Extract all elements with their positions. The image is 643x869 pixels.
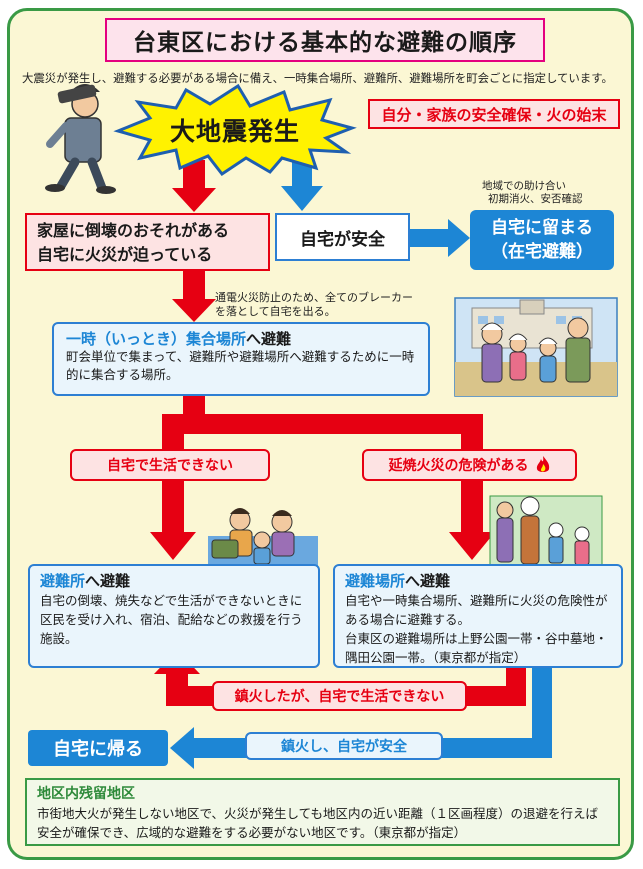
stay-note-line1: 地域での助け合い xyxy=(482,180,566,192)
arrow-quake-to-collapse xyxy=(183,160,205,190)
arrow-quake-to-collapse-head xyxy=(172,188,216,212)
arrow-collapse-to-temp xyxy=(183,271,205,301)
district-desc: 市街地大火が発生しない地区で、火災が発生しても地区内の近い距離（１区画程度）の退… xyxy=(37,806,599,840)
breaker-note-line1: 通電火災防止のため、全てのブレーカー xyxy=(215,291,413,304)
running-man-icon xyxy=(45,84,116,194)
shelter-heading-rest: へ避難 xyxy=(85,572,131,590)
collapse-line1: 家屋に倒壊のおそれがある xyxy=(37,221,230,240)
intro-text: 大震災が発生し、避難する必要がある場合に備え、一時集合場所、避難所、避難場所を町… xyxy=(22,71,613,85)
arrow-safe-to-stay xyxy=(410,229,450,247)
district-box: 地区内残留地区 市街地大火が発生しない地区で、火災が発生しても地区内の近い距離（… xyxy=(25,778,620,846)
earthquake-burst: 大地震発生 xyxy=(118,86,352,174)
collapse-risk-box: 家屋に倒壊のおそれがある 自宅に火災が迫っている xyxy=(25,213,270,271)
shelter-heading: 避難所へ避難 xyxy=(40,572,308,591)
earthquake-label: 大地震発生 xyxy=(169,117,300,146)
arrow-quake-to-safe-head xyxy=(281,186,323,211)
breaker-note-line2: を落として自宅を出る。 xyxy=(215,305,336,318)
temporary-heading: 一時（いっとき）集合場所へ避難 xyxy=(66,330,416,348)
stay-note-line2: 初期消火、安否確認 xyxy=(488,193,583,205)
shelter-heading-em: 避難所 xyxy=(40,572,86,590)
evac-place-desc1: 自宅や一時集合場所、避難所に火災の危険性がある場合に避難する。 xyxy=(345,593,608,627)
cannot-live-label: 自宅で生活できない xyxy=(70,449,270,481)
arrow-left-branch-head xyxy=(150,532,196,560)
page-title: 台東区における基本的な避難の順序 xyxy=(105,18,545,62)
arrow-safe-to-stay-head xyxy=(448,219,470,257)
evac-place-heading-rest: へ避難 xyxy=(405,572,451,590)
temporary-heading-em: 一時（いっとき）集合場所 xyxy=(66,330,247,348)
stay-home-line2: （在宅避難） xyxy=(491,242,593,262)
extinguished-safe-label: 鎮火し、自宅が安全 xyxy=(245,732,443,760)
fire-danger-label: 延焼火災の危険がある xyxy=(362,449,577,481)
shelter-desc: 自宅の倒壊、焼失などで生活ができないときに区民を受け入れ、宿泊、配給などの救援を… xyxy=(40,593,303,646)
arrow-right-branch-head xyxy=(449,532,495,560)
temporary-heading-rest: へ避難 xyxy=(246,330,292,348)
home-safe-box: 自宅が安全 xyxy=(275,213,410,261)
self-safety-box: 自分・家族の安全確保・火の始末 xyxy=(368,99,620,129)
arrow-split-bar xyxy=(162,414,482,434)
fire-icon xyxy=(535,455,551,475)
arrow-quake-to-safe xyxy=(292,160,312,188)
arrow-collapse-to-temp-head xyxy=(172,299,216,322)
return-home-box: 自宅に帰る xyxy=(28,730,168,766)
temporary-assembly-box: 一時（いっとき）集合場所へ避難 町会単位で集まって、避難所や避難場所へ避難するた… xyxy=(52,322,430,396)
evacuation-place-box: 避難場所へ避難 自宅や一時集合場所、避難所に火災の危険性がある場合に避難する。 … xyxy=(333,564,623,668)
family-icon xyxy=(480,317,591,383)
extinguished-cannot-label: 鎮火したが、自宅で生活できない xyxy=(212,681,467,711)
arrow-place-down-blue xyxy=(532,668,552,758)
evac-place-heading-em: 避難場所 xyxy=(345,572,406,590)
breaker-note: 通電火災防止のため、全てのブレーカー を落として自宅を出る。 xyxy=(215,291,470,319)
arrow-back-up xyxy=(166,672,188,706)
evac-place-desc2: 台東区の避難場所は上野公園一帯・谷中墓地・隅田公園一帯。（東京都が指定） xyxy=(345,631,608,665)
collapse-line2: 自宅に火災が迫っている xyxy=(37,245,213,264)
school-icon xyxy=(454,297,618,397)
fire-danger-text: 延焼火災の危険がある xyxy=(388,458,529,474)
shelter-box: 避難所へ避難 自宅の倒壊、焼失などで生活ができないときに区民を受け入れ、宿泊、配… xyxy=(28,564,320,668)
temporary-desc: 町会単位で集まって、避難所や避難場所へ避難するために一時的に集合する場所。 xyxy=(66,349,415,382)
arrow-home-head xyxy=(170,727,194,769)
district-title: 地区内残留地区 xyxy=(37,786,135,802)
earthquake-burst-shape xyxy=(113,83,357,177)
evac-place-heading: 避難場所へ避難 xyxy=(345,572,611,591)
stay-note: 地域での助け合い 初期消火、安否確認 xyxy=(458,180,618,206)
stay-home-box: 自宅に留まる （在宅避難） xyxy=(470,210,614,270)
stay-home-line1: 自宅に留まる xyxy=(491,218,593,238)
